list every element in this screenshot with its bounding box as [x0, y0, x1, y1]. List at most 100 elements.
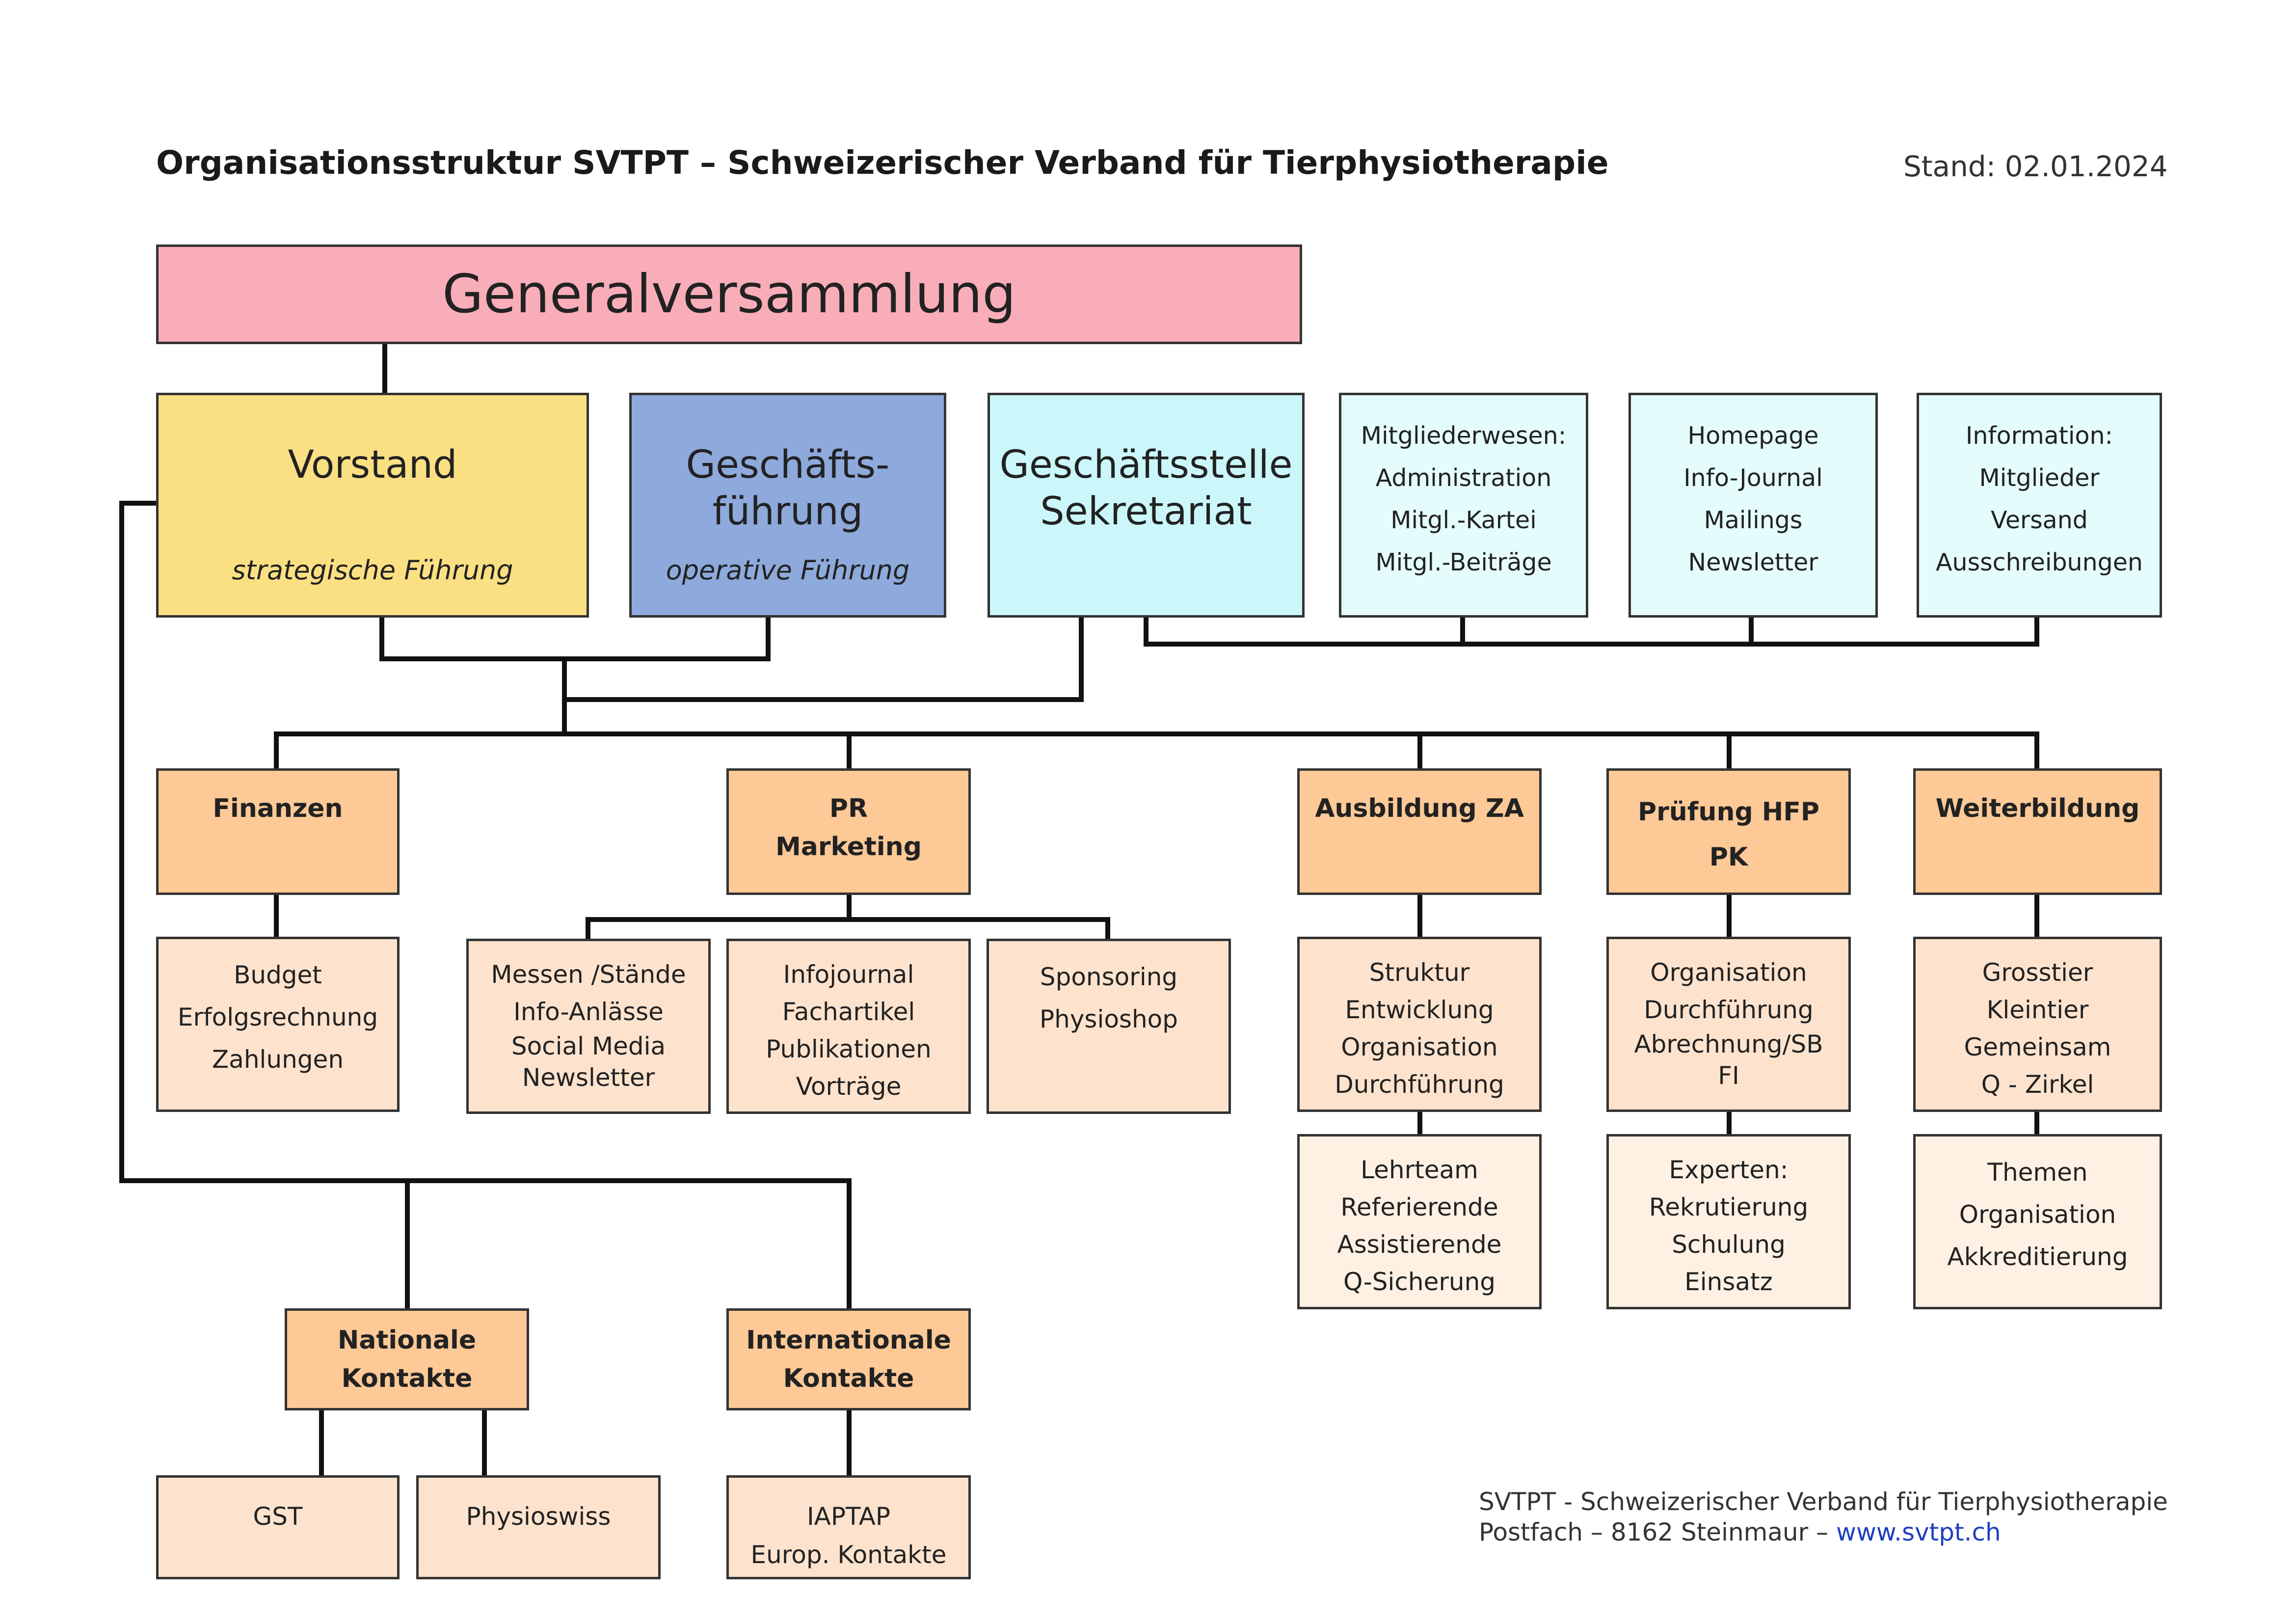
website-link[interactable]: www.svtpt.ch	[1836, 1518, 2001, 1546]
geschaeftsfuehrung-subtitle: operative Führung	[666, 555, 910, 586]
box-line: Administration	[1375, 464, 1552, 492]
box-pr-infojournal: Infojournal Fachartikel Publikationen Vo…	[726, 939, 971, 1114]
box-pr-sponsoring: Sponsoring Physioshop	[987, 939, 1231, 1114]
detail-line: Zahlungen	[212, 1045, 344, 1074]
geschaeftsstelle-line2: Sekretariat	[1040, 489, 1252, 534]
pruefung-title-line: Prüfung HFP	[1638, 797, 1819, 827]
detail-line: Rekrutierung	[1649, 1193, 1809, 1221]
box-line: Mailings	[1704, 506, 1803, 534]
geschaeftsfuehrung-line1: Geschäfts-	[686, 443, 890, 487]
pr-title-line: Marketing	[775, 832, 922, 862]
box-line: Mitgl.-Beiträge	[1375, 548, 1552, 576]
detail-line: FI	[1718, 1061, 1739, 1090]
nationale-title-line: Kontakte	[341, 1364, 473, 1393]
detail-line: Grosstier	[1982, 958, 2093, 987]
box-weiterbildung-details2: Themen Organisation Akkreditierung	[1913, 1134, 2162, 1309]
detail-line: Physioswiss	[466, 1502, 611, 1531]
geschaeftsstelle-line1: Geschäftsstelle	[999, 443, 1293, 487]
geschaeftsfuehrung-line2: führung	[712, 489, 863, 534]
detail-line: Entwicklung	[1345, 996, 1494, 1024]
weiterbildung-title: Weiterbildung	[1935, 794, 2140, 823]
footer-line2: Postfach – 8162 Steinmaur – www.svtpt.ch	[1479, 1517, 2168, 1547]
detail-line: Europ. Kontakte	[750, 1541, 947, 1569]
box-ausbildung-details2: Lehrteam Referierende Assistierende Q-Si…	[1297, 1134, 1542, 1309]
box-mitgliederwesen: Mitgliederwesen: Administration Mitgl.-K…	[1339, 393, 1588, 618]
box-line: Mitgl.-Kartei	[1390, 506, 1537, 534]
detail-line: Organisation	[1959, 1200, 2116, 1229]
footer: SVTPT - Schweizerischer Verband für Tier…	[1479, 1487, 2168, 1547]
box-physioswiss: Physioswiss	[416, 1475, 661, 1579]
box-homepage: Homepage Info-Journal Mailings Newslette…	[1629, 393, 1878, 618]
box-pruefung-details2: Experten: Rekrutierung Schulung Einsatz	[1606, 1134, 1851, 1309]
box-pruefung-details: Organisation Durchführung Abrechnung/SB …	[1606, 937, 1851, 1112]
footer-address: Postfach – 8162 Steinmaur –	[1479, 1518, 1829, 1546]
detail-line: Fachartikel	[782, 998, 915, 1026]
internationale-title-line: Kontakte	[783, 1364, 914, 1393]
box-line: Versand	[1991, 506, 2088, 534]
box-ausbildung-details: Struktur Entwicklung Organisation Durchf…	[1297, 937, 1542, 1112]
box-geschaeftsfuehrung: Geschäfts- führung operative Führung	[629, 393, 946, 618]
box-finanzen-details: Budget Erfolgsrechnung Zahlungen	[156, 937, 400, 1112]
box-pr-marketing: PR Marketing	[726, 768, 971, 895]
box-internationale-kontakte: Internationale Kontakte	[726, 1308, 971, 1410]
box-line: Newsletter	[1688, 548, 1818, 576]
detail-line: Newsletter	[522, 1063, 655, 1092]
detail-line: Vorträge	[796, 1072, 902, 1101]
detail-line: Infojournal	[783, 960, 914, 989]
detail-line: GST	[253, 1502, 303, 1531]
box-finanzen: Finanzen	[156, 768, 400, 895]
detail-line: Experten:	[1669, 1156, 1789, 1184]
detail-line: Info-Anlässe	[513, 998, 664, 1026]
box-line: Mitgliederwesen:	[1361, 422, 1567, 450]
detail-line: Referierende	[1340, 1193, 1498, 1221]
box-ausbildung: Ausbildung ZA	[1297, 768, 1542, 895]
box-line: Homepage	[1687, 422, 1819, 450]
detail-line: Kleintier	[1986, 996, 2089, 1024]
box-geschaeftsstelle: Geschäftsstelle Sekretariat	[988, 393, 1305, 618]
finanzen-title: Finanzen	[213, 794, 343, 823]
detail-line: Social Media	[511, 1032, 666, 1060]
detail-line: Organisation	[1650, 958, 1807, 987]
detail-line: Physioshop	[1039, 1005, 1178, 1033]
detail-line: Publikationen	[766, 1035, 932, 1063]
pruefung-title-line: PK	[1709, 842, 1748, 872]
box-generalversammlung: Generalversammlung	[156, 244, 1302, 344]
vorstand-subtitle: strategische Führung	[232, 555, 513, 586]
box-iaptap: IAPTAP Europ. Kontakte	[726, 1475, 971, 1579]
detail-line: Durchführung	[1335, 1070, 1504, 1099]
detail-line: Akkreditierung	[1947, 1243, 2128, 1271]
detail-line: Einsatz	[1684, 1268, 1773, 1296]
date-stamp: Stand: 02.01.2024	[1903, 150, 2168, 183]
generalversammlung-label: Generalversammlung	[442, 264, 1016, 325]
detail-line: Sponsoring	[1040, 963, 1178, 991]
detail-line: Lehrteam	[1361, 1156, 1478, 1184]
detail-line: Messen /Stände	[491, 960, 686, 989]
box-pr-messen: Messen /Stände Info-Anlässe Social Media…	[466, 939, 711, 1114]
internationale-title-line: Internationale	[746, 1326, 951, 1355]
box-line: Info-Journal	[1683, 464, 1823, 492]
detail-line: Struktur	[1369, 958, 1470, 987]
box-nationale-kontakte: Nationale Kontakte	[285, 1308, 529, 1410]
box-vorstand: Vorstand strategische Führung	[156, 393, 589, 618]
detail-line: Q-Sicherung	[1343, 1268, 1496, 1296]
detail-line: IAPTAP	[806, 1502, 891, 1531]
detail-line: Schulung	[1672, 1230, 1786, 1259]
detail-line: Assistierende	[1337, 1230, 1502, 1259]
detail-line: Gemeinsam	[1964, 1033, 2111, 1061]
box-weiterbildung-details: Grosstier Kleintier Gemeinsam Q - Zirkel	[1913, 937, 2162, 1112]
box-line: Ausschreibungen	[1936, 548, 2143, 576]
detail-line: Abrechnung/SB	[1634, 1030, 1823, 1058]
detail-line: Themen	[1987, 1158, 2088, 1187]
box-line: Mitglieder	[1979, 464, 2100, 492]
detail-line: Q - Zirkel	[1981, 1070, 2094, 1099]
box-information: Information: Mitglieder Versand Ausschre…	[1917, 393, 2162, 618]
detail-line: Organisation	[1341, 1033, 1498, 1061]
detail-line: Budget	[234, 961, 322, 989]
vorstand-title: Vorstand	[288, 443, 457, 487]
box-gst: GST	[156, 1475, 400, 1579]
box-pruefung: Prüfung HFP PK	[1606, 768, 1851, 895]
box-line: Information:	[1965, 422, 2113, 450]
nationale-title-line: Nationale	[337, 1326, 477, 1355]
page-title: Organisationsstruktur SVTPT – Schweizeri…	[156, 144, 1609, 182]
